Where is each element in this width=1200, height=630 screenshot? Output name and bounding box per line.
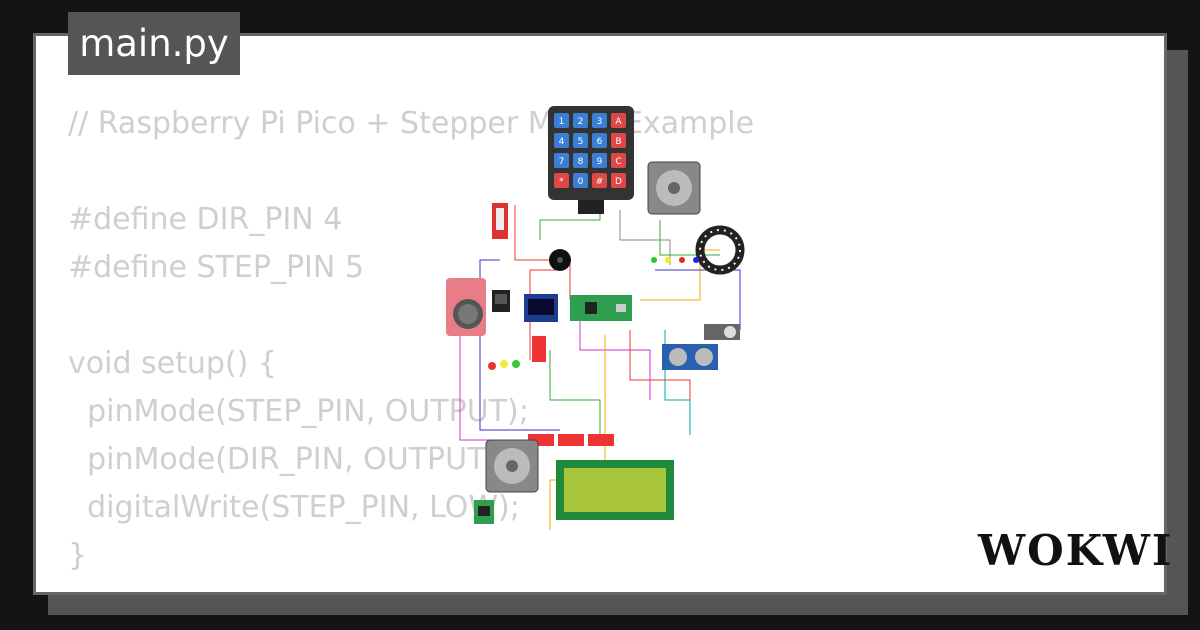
keypad-key-label: B <box>615 137 621 147</box>
circuit-diagram: 1 2 3 A 4 5 6 B 7 8 9 C * 0 # D <box>446 106 745 530</box>
keypad-key-label: D <box>615 177 622 187</box>
oled-display[interactable] <box>524 294 558 322</box>
keypad-key-label: 1 <box>559 117 565 127</box>
keypad-key[interactable] <box>554 173 569 188</box>
keypad-key-label: A <box>615 117 622 127</box>
code-line: void setup() { <box>68 346 277 381</box>
servo-motor[interactable] <box>704 324 740 340</box>
keypad-key[interactable] <box>573 153 588 168</box>
membrane-keypad[interactable]: 1 2 3 A 4 5 6 B 7 8 9 C * 0 # D <box>548 106 634 214</box>
code-line: pinMode(STEP_PIN, OUTPUT); <box>68 394 529 429</box>
led-indicators[interactable] <box>488 257 699 370</box>
code-line: } <box>68 538 88 573</box>
keypad-key[interactable] <box>554 113 569 128</box>
potentiometer[interactable] <box>492 203 508 239</box>
keypad-key-label: C <box>615 157 621 167</box>
keypad-key-label: # <box>596 177 604 187</box>
keypad-key-label: * <box>559 177 564 187</box>
keypad-key[interactable] <box>611 113 626 128</box>
keypad-key-label: 8 <box>578 157 584 167</box>
analog-joystick[interactable] <box>446 278 486 336</box>
keypad-key[interactable] <box>592 113 607 128</box>
code-line: // Raspberry Pi Pico + Stepper Motor Exa… <box>68 106 755 141</box>
keypad-key[interactable] <box>611 153 626 168</box>
ultrasonic-sensor[interactable] <box>662 344 718 370</box>
code-line: pinMode(DIR_PIN, OUTPUT); <box>68 442 508 477</box>
keypad-key[interactable] <box>611 133 626 148</box>
keypad-key[interactable] <box>592 133 607 148</box>
keypad-key-label: 7 <box>559 157 565 167</box>
keypad-key[interactable] <box>592 153 607 168</box>
stepper-motor-bottom[interactable] <box>485 439 539 493</box>
keypad-key-label: 9 <box>597 157 603 167</box>
wokwi-logo: WOKWI <box>978 526 1174 575</box>
neopixel-ring[interactable] <box>695 225 745 275</box>
stepper-driver[interactable] <box>474 500 494 524</box>
keypad-key[interactable] <box>611 173 626 188</box>
keypad-key[interactable] <box>554 153 569 168</box>
keypad-key[interactable] <box>592 173 607 188</box>
code-line: #define DIR_PIN 4 <box>68 202 343 237</box>
keypad-key-label: 0 <box>578 177 584 187</box>
code-preview: // Raspberry Pi Pico + Stepper Motor Exa… <box>68 100 754 580</box>
keypad-key-label: 3 <box>597 117 603 127</box>
code-line: #define STEP_PIN 5 <box>68 250 364 285</box>
sensor-module[interactable] <box>492 290 510 312</box>
keypad-key-label: 5 <box>578 137 584 147</box>
code-line: digitalWrite(STEP_PIN, LOW); <box>68 490 520 525</box>
keypad-key[interactable] <box>554 133 569 148</box>
lcd-1602[interactable] <box>556 460 674 520</box>
raspberry-pi-pico[interactable] <box>570 295 632 321</box>
keypad-key-label: 6 <box>597 137 603 147</box>
dip-switch-bank[interactable] <box>528 336 614 446</box>
stepper-motor-top[interactable] <box>647 161 701 215</box>
keypad-key-label: 2 <box>578 117 584 127</box>
file-tab[interactable]: main.py <box>68 12 240 75</box>
keypad-key-label: 4 <box>559 137 565 147</box>
keypad-key[interactable] <box>573 113 588 128</box>
buzzer[interactable] <box>549 249 571 271</box>
keypad-key[interactable] <box>573 173 588 188</box>
keypad-key[interactable] <box>573 133 588 148</box>
